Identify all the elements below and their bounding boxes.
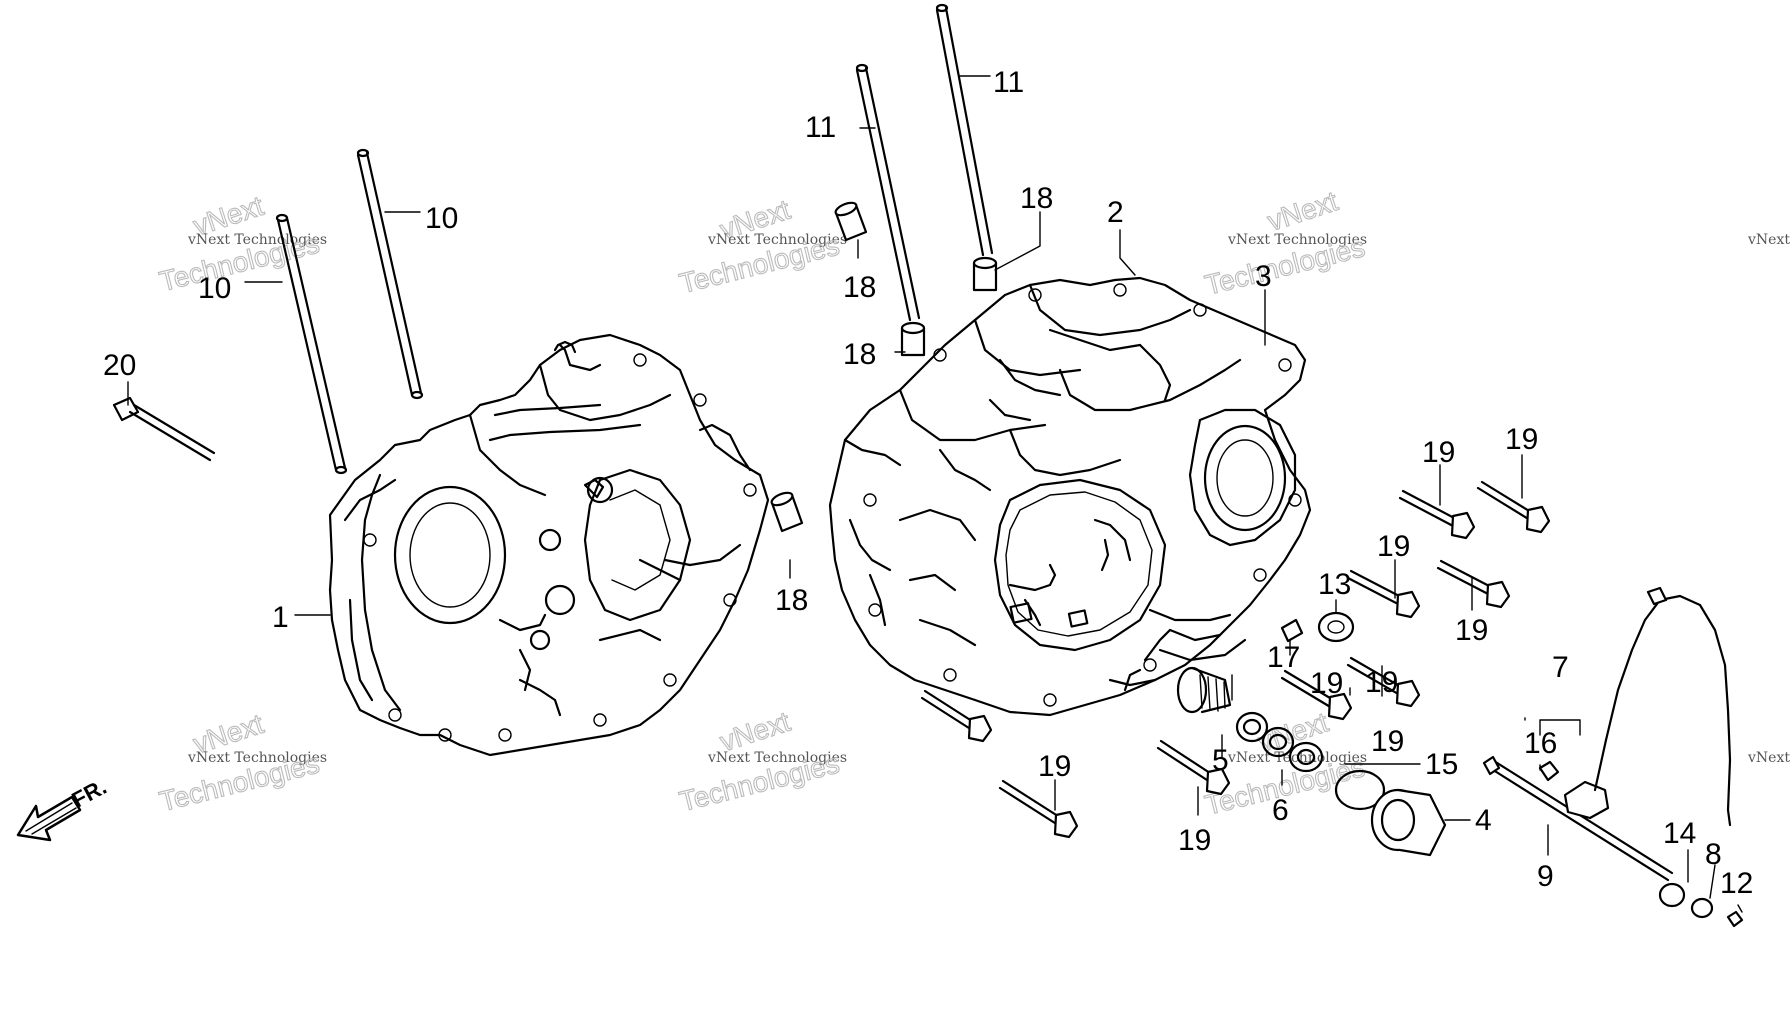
hex-bolts <box>920 480 1551 839</box>
callout-label: 10 <box>198 272 231 305</box>
collar-14 <box>1658 882 1686 908</box>
callout-label: 19 <box>1505 423 1538 456</box>
callout-label: 6 <box>1272 794 1289 827</box>
svg-text:vNext Technologies: vNext Technologies <box>1227 232 1367 248</box>
hex-bolt <box>1280 669 1353 721</box>
dowel-pin <box>972 256 998 292</box>
hex-bolt <box>1156 739 1231 796</box>
callout-label: 11 <box>805 111 836 144</box>
dowel-pins <box>770 201 998 533</box>
shaft-switch-group <box>1482 586 1744 928</box>
callout-label: 20 <box>103 349 136 382</box>
callout-label: 18 <box>775 584 808 617</box>
svg-text:vNext Technologies: vNext Technologies <box>707 750 847 766</box>
callout-label: 13 <box>1318 568 1351 601</box>
callout-label: 8 <box>1705 838 1722 871</box>
callout-label: 19 <box>1377 530 1410 563</box>
hex-bolt <box>920 689 993 743</box>
watermark: vNext vNext Technologies Technologies <box>676 193 847 299</box>
callout-label: 4 <box>1475 804 1492 837</box>
callout-label: 18 <box>843 338 876 371</box>
washer-16 <box>1538 760 1560 782</box>
dowel-pin <box>900 321 926 357</box>
dowel-pin <box>834 201 868 242</box>
shaft-9 <box>1482 755 1674 882</box>
oil-seal-13 <box>1317 611 1355 643</box>
callout-labels: 20 10 10 1 18 11 11 18 18 18 2 3 19 19 1… <box>103 66 1753 900</box>
callout-label: 19 <box>1038 750 1071 783</box>
callout-label: 19 <box>1310 667 1343 700</box>
callout-label: 19 <box>1365 666 1398 699</box>
callout-label: 5 <box>1212 744 1229 777</box>
watermark: vNext Technologies <box>1747 232 1792 248</box>
stud-bolt-10-right <box>356 148 424 400</box>
dowel-pin <box>770 491 804 533</box>
stud-bolt-11-right <box>935 3 994 257</box>
callout-label: 19 <box>1371 725 1404 758</box>
front-direction-indicator: FR. <box>16 774 111 842</box>
hex-bolt <box>1436 559 1511 609</box>
callout-label: 16 <box>1524 727 1557 760</box>
hex-bolt <box>1476 480 1551 534</box>
hex-bolt <box>998 779 1079 839</box>
right-crankcase <box>828 276 1312 717</box>
callout-label: 9 <box>1537 860 1554 893</box>
callout-label: 17 <box>1267 641 1300 674</box>
callout-label: 12 <box>1720 867 1753 900</box>
callout-label: 15 <box>1425 748 1458 781</box>
callout-label: 18 <box>843 271 876 304</box>
clip-12 <box>1726 910 1744 928</box>
watermark: vNext vNext Technologies Technologies <box>676 705 847 817</box>
svg-text:vNext Technologies: vNext Technologies <box>1747 232 1792 248</box>
svg-text:vNext Technologies: vNext Technologies <box>187 750 327 766</box>
callout-label: 19 <box>1455 614 1488 647</box>
svg-text:vNext Technologies: vNext Technologies <box>1747 750 1792 766</box>
drain-cap-4 <box>1370 788 1447 857</box>
callout-label: 2 <box>1107 196 1124 229</box>
callout-label: 18 <box>1020 182 1053 215</box>
callout-label: 19 <box>1422 436 1455 469</box>
svg-text:vNext: vNext <box>1264 185 1342 237</box>
callout-label: 1 <box>272 601 289 634</box>
stud-bolt-11-left <box>855 63 921 322</box>
hex-bolt <box>1398 489 1476 540</box>
o-rings <box>1235 711 1386 811</box>
bolt-20 <box>112 396 216 462</box>
oil-strainer-group <box>1176 611 1447 857</box>
hex-bolt <box>1346 656 1421 708</box>
left-crankcase <box>328 333 770 757</box>
hex-bolt <box>1346 569 1421 619</box>
callout-label: 19 <box>1178 824 1211 857</box>
watermark: vNext vNext Technologies Technologies <box>156 707 327 817</box>
leader-lines <box>127 75 1743 913</box>
callout-label: 11 <box>993 66 1024 99</box>
strainer-screen-5 <box>1176 666 1232 714</box>
callout-label: 10 <box>425 202 458 235</box>
watermark: vNext Technologies <box>1747 750 1792 766</box>
callout-label: 3 <box>1255 260 1272 293</box>
watermark: vNext vNext Technologies Technologies <box>1201 185 1368 302</box>
washer-8 <box>1690 897 1714 919</box>
callout-label: 14 <box>1663 817 1696 850</box>
svg-text:vNext Technologies: vNext Technologies <box>707 232 847 248</box>
stud-bolt-10-left <box>275 213 348 475</box>
stud-bolts <box>275 3 994 475</box>
neutral-switch-7 <box>1563 586 1732 827</box>
callout-label: 7 <box>1552 651 1569 684</box>
dowel-17 <box>1280 618 1304 643</box>
